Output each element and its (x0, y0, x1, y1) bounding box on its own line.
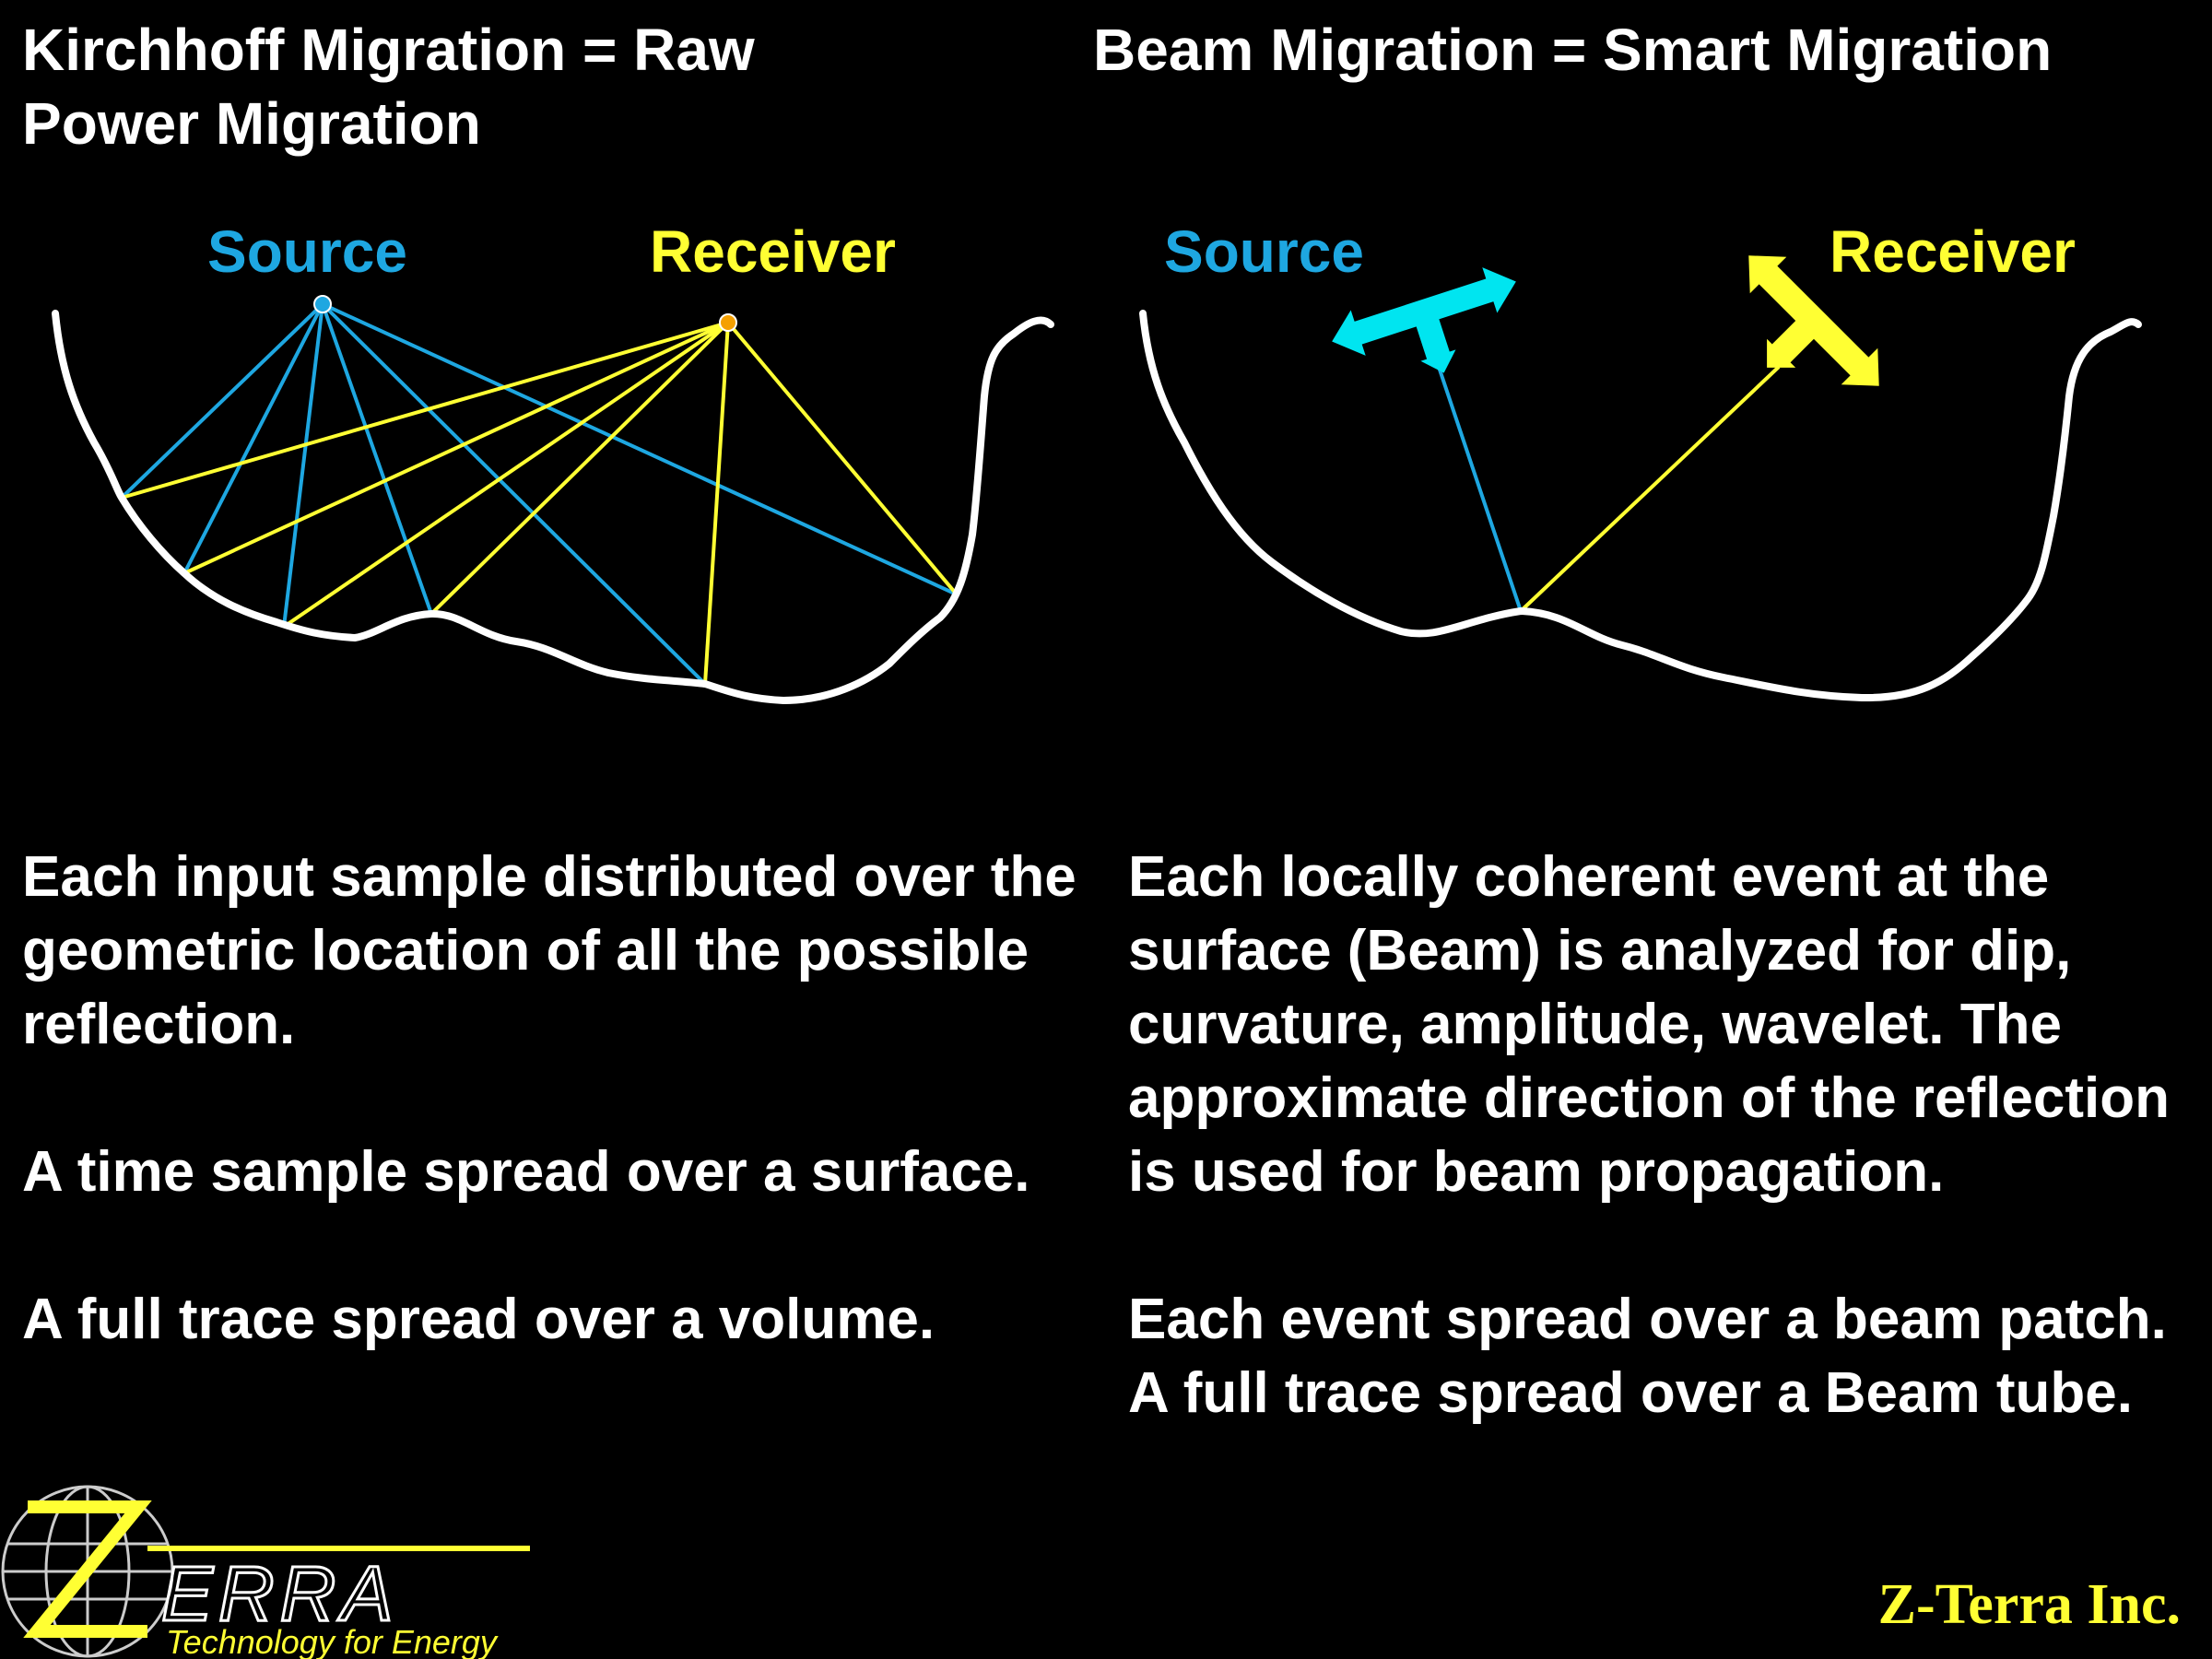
left-receiver-point (719, 313, 737, 332)
receiver-rays (121, 321, 959, 685)
z-letter-icon (23, 1500, 152, 1638)
right-title: Beam Migration = Smart Migration (1093, 17, 2053, 83)
source-rays (120, 302, 958, 686)
receiver-arrow-icon (1748, 255, 1879, 386)
beam-source-ray (1436, 363, 1523, 612)
left-paragraph-1: Each input sample distributed over the g… (22, 845, 1077, 1056)
right-receiver-label: Receiver (1830, 218, 2076, 285)
left-receiver-label: Receiver (650, 218, 896, 285)
right-paragraph-1: Each locally coherent event at the surfa… (1128, 845, 2170, 1204)
right-reflector-curve (1139, 310, 2142, 702)
left-reflector-curve (52, 310, 1054, 705)
company-name: Z-Terra Inc. (1877, 1573, 2181, 1636)
logo-wordmark: ERRA (161, 1550, 398, 1637)
left-source-label: Source (207, 218, 407, 285)
source-arrow-icon (1332, 267, 1516, 373)
kirchhoff-diagram: Source Receiver (52, 218, 1054, 705)
kirchhoff-description: Each input sample distributed over the g… (22, 841, 1091, 1357)
beam-diagram: Source Receiver (1139, 218, 2142, 702)
right-paragraph-2: Each event spread over a beam patch. A f… (1128, 1288, 2167, 1425)
left-source-point (313, 295, 332, 313)
right-source-label: Source (1164, 218, 1364, 285)
left-paragraph-2: A time sample spread over a surface. (22, 1140, 1030, 1204)
left-title: Kirchhoff Migration = Raw Power Migratio… (22, 17, 755, 157)
beam-receiver-ray (1519, 365, 1781, 613)
beam-description: Each locally coherent event at the surfa… (1128, 841, 2197, 1430)
left-paragraph-3: A full trace spread over a volume. (22, 1288, 935, 1351)
z-terra-logo: ERRA Technology for Energy (1, 1485, 530, 1659)
migration-diagrams: Source Receiver Source Receiver (52, 218, 2142, 705)
logo-tagline: Technology for Energy (166, 1623, 499, 1659)
